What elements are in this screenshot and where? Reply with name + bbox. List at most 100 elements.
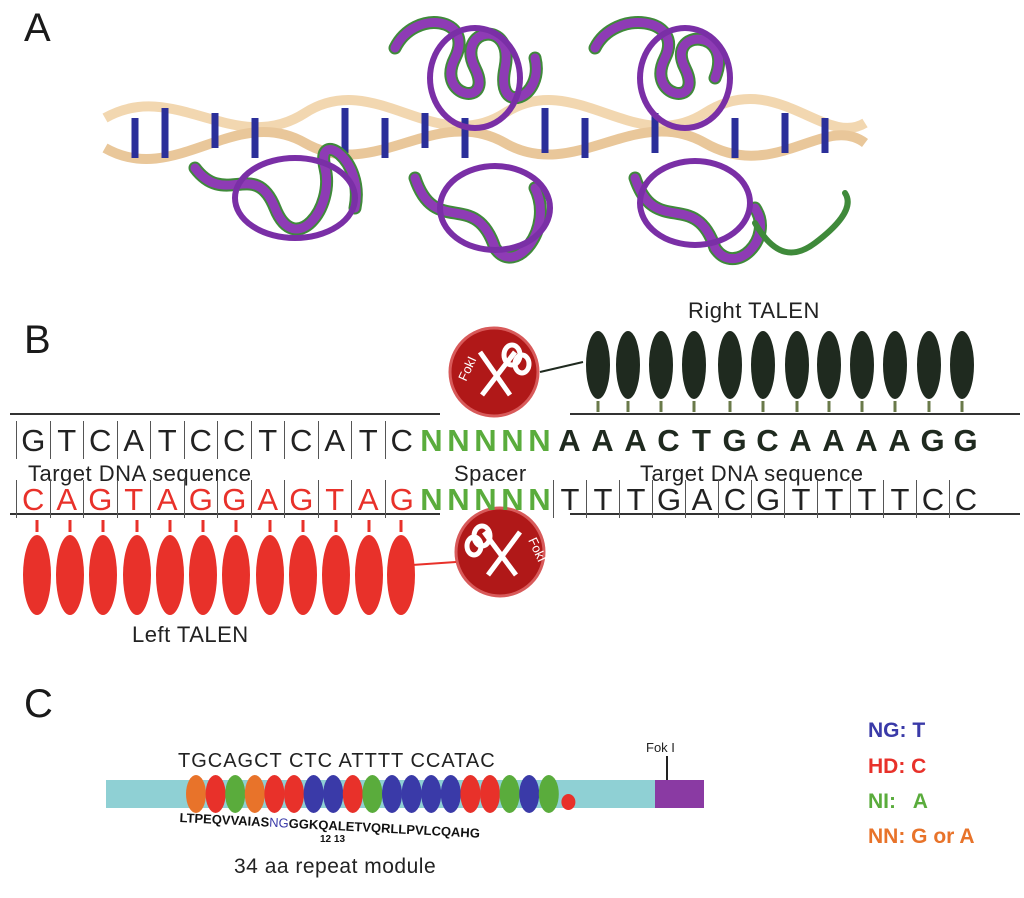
legend-hd: HD: C — [868, 755, 927, 778]
top-left-base: C — [217, 421, 251, 459]
left-talen-label: Left TALEN — [132, 622, 249, 647]
repeat-module — [538, 775, 559, 813]
bot-right-base: T — [586, 480, 619, 518]
top-left-base: T — [250, 421, 285, 459]
top-right-base: C — [657, 422, 680, 458]
foki-nuclease-top: FokI — [448, 326, 540, 418]
bot-right-base: A — [685, 480, 718, 518]
bot-spacer-base: N — [474, 481, 497, 517]
top-left-base: C — [284, 421, 318, 459]
top-spacer-base: N — [501, 422, 524, 458]
top-left-base: T — [351, 421, 385, 459]
c-terminal-domain — [580, 780, 655, 808]
right-talen-repeats — [586, 331, 974, 399]
rvd-residues: NG — [268, 814, 290, 831]
top-spacer-base: N — [474, 422, 497, 458]
top-right-base: T — [692, 422, 711, 458]
top-spacer-base: N — [447, 422, 470, 458]
bot-left-base: G — [83, 480, 117, 518]
bot-right-base: G — [751, 480, 784, 518]
bot-right-base: T — [784, 480, 817, 518]
repeat-module — [421, 775, 442, 813]
legend-nn: NN: G or A — [868, 825, 975, 848]
talen-protein-diagram: Fok I — [106, 740, 704, 813]
top-right-base: A — [624, 422, 647, 458]
repeat-module — [323, 775, 344, 813]
top-right-base: G — [722, 422, 747, 458]
legend-ng: NG: T — [868, 719, 926, 742]
top-spacer-base: N — [528, 422, 551, 458]
dna-binding-sequence: TGCAGCT CTC ATTTT CCATAC — [178, 750, 496, 772]
bot-left-base: C — [16, 480, 50, 518]
repeat-module — [401, 775, 422, 813]
bot-left-base: T — [317, 480, 352, 518]
rvd-positions: 12 13 — [320, 834, 346, 845]
repeat-module — [264, 775, 285, 813]
bot-right-base: T — [883, 480, 916, 518]
top-left-base: G — [16, 421, 50, 459]
bot-right-base: C — [949, 480, 982, 518]
bot-right-base: C — [916, 480, 949, 518]
top-right-base: G — [920, 422, 945, 458]
repeat-module — [440, 775, 461, 813]
top-right-base: A — [558, 422, 581, 458]
repeat-module — [186, 775, 206, 813]
repeat-modules — [186, 775, 576, 813]
repeat-module — [480, 775, 500, 813]
bot-spacer-base: N — [501, 481, 524, 517]
repeat-module — [561, 794, 576, 810]
top-left-base: C — [183, 421, 218, 459]
top-right-base: G — [953, 422, 978, 458]
top-right-base: A — [855, 422, 878, 458]
top-right-base: A — [789, 422, 812, 458]
top-left-base: A — [317, 421, 352, 459]
top-spacer-base: N — [420, 422, 443, 458]
repeat-module — [205, 775, 226, 813]
top-left-base: T — [49, 421, 84, 459]
right-talen-label: Right TALEN — [688, 298, 820, 323]
top-right-base: C — [756, 422, 779, 458]
bot-left-base: A — [250, 480, 285, 518]
bot-spacer-base: N — [420, 481, 443, 517]
bot-right-base: C — [718, 480, 751, 518]
top-left-base: A — [116, 421, 151, 459]
foki-domain — [655, 780, 704, 808]
repeat-module — [499, 775, 520, 813]
panel-b-label: B — [24, 318, 51, 362]
panel-a-label: A — [24, 6, 51, 50]
top-left-base: C — [384, 421, 419, 459]
top-right-base: A — [822, 422, 845, 458]
left-talen-repeats — [23, 535, 415, 615]
bot-left-base: A — [150, 480, 184, 518]
repeat-module — [382, 775, 402, 813]
bot-left-base: G — [284, 480, 318, 518]
legend-ni: NI: A — [868, 790, 928, 813]
bot-left-base: G — [217, 480, 251, 518]
repeat-module — [519, 775, 540, 813]
repeat-module — [362, 775, 383, 813]
bot-right-base: G — [652, 480, 685, 518]
repeat-module — [303, 775, 324, 813]
top-left-base: T — [150, 421, 184, 459]
bot-right-base: T — [553, 480, 586, 518]
repeat-module — [460, 775, 481, 813]
talen-diagram: FokI FokI — [10, 326, 1020, 615]
repeat-module — [225, 775, 246, 813]
panel-c-label: C — [24, 682, 53, 726]
n-terminal-domain — [106, 780, 186, 808]
target-dna-label-left: Target DNA sequence — [28, 461, 252, 486]
top-right-base: A — [888, 422, 911, 458]
repeat-module — [342, 775, 363, 813]
bot-left-base: A — [49, 480, 84, 518]
repeat-module — [284, 775, 304, 813]
bot-right-base: T — [619, 480, 652, 518]
bot-left-base: G — [183, 480, 218, 518]
bot-right-base: T — [850, 480, 883, 518]
fok-i-label: Fok I — [646, 740, 675, 755]
bot-right-base: T — [817, 480, 850, 518]
talen-dna-structure-image — [102, 16, 868, 266]
module-label: 34 aa repeat module — [234, 855, 437, 878]
spacer-label: Spacer — [454, 461, 527, 486]
